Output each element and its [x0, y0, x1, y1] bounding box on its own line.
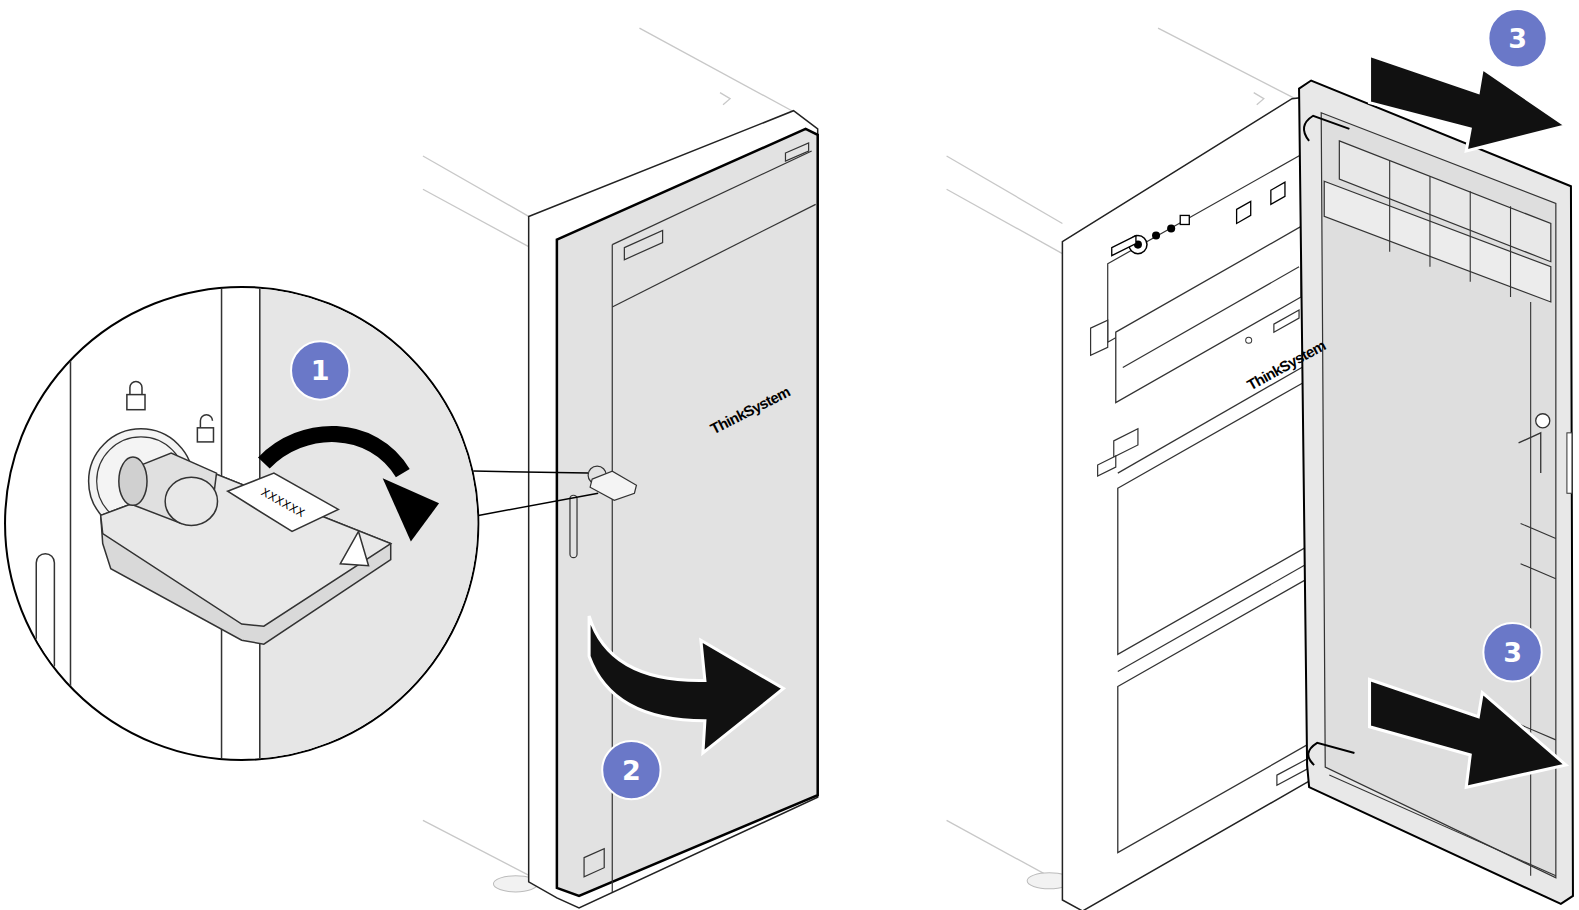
key-number: XXXXXX	[259, 487, 307, 520]
brand-logo: ThinkSystem	[1244, 338, 1327, 393]
brand-logo: ThinkSystem	[708, 383, 792, 436]
callout-number: 3	[1508, 25, 1527, 52]
callout-number: 3	[1503, 639, 1522, 666]
callout-number: 2	[622, 757, 641, 784]
callout-number: 1	[311, 357, 330, 384]
